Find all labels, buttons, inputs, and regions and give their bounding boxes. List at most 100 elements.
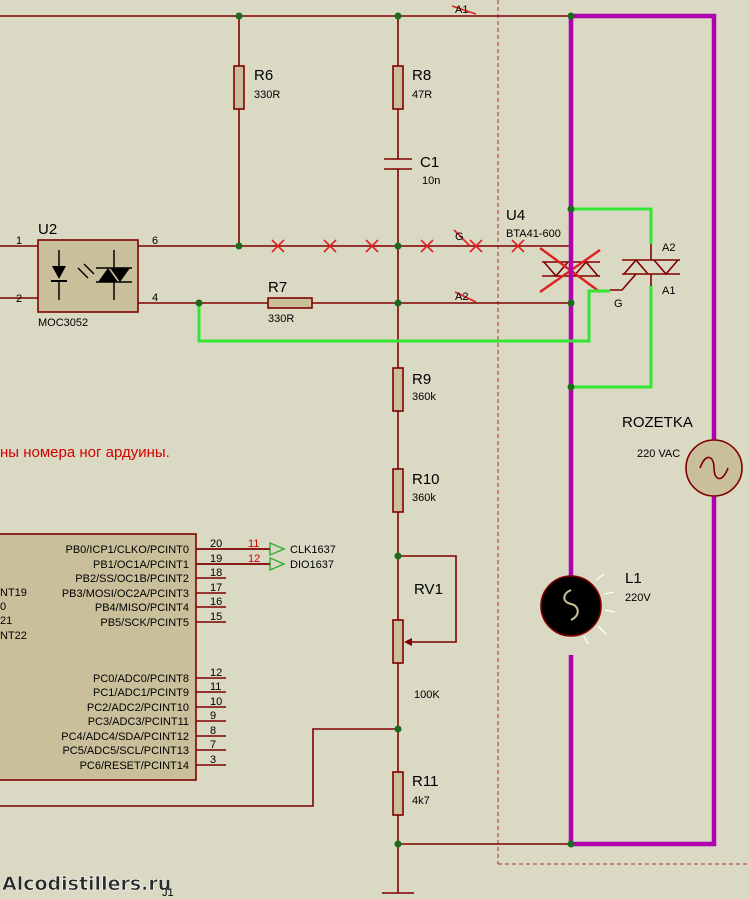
mcu-left-fragment: 0: [0, 601, 6, 613]
old-triac-a2-label: A2: [455, 291, 468, 303]
adc-wire: [0, 728, 398, 807]
mcu-pin-label: PB4/MISO/PCINT4: [95, 602, 189, 614]
r8-body: [392, 65, 404, 110]
power-loop-wire: [571, 13, 717, 847]
mcu-pin-number: 8: [210, 725, 216, 737]
bottom-fragment: J1: [162, 887, 174, 899]
new-triac-a1-label: A1: [662, 285, 675, 297]
u2-pin-4: 4: [152, 292, 158, 304]
mcu-pin-label: PC5/ADC5/SCL/PCINT13: [62, 745, 189, 757]
mcu-pin-number: 11: [210, 681, 221, 693]
lamp-filament-icon: [563, 589, 579, 621]
r9-body: [392, 367, 404, 412]
dio-terminal-label: DIO1637: [290, 559, 334, 571]
mcu-left-fragment: NT19: [0, 587, 27, 599]
rozetka-value: 220 VAC: [637, 448, 680, 460]
mcu-pin-label: PC2/ADC2/PCINT10: [87, 702, 189, 714]
rozetka-ref: ROZETKA: [622, 414, 693, 431]
u4-ref: U4: [506, 207, 525, 224]
mcu-pin-label: PC1/ADC1/PCINT9: [93, 687, 189, 699]
mcu-net-number: 11: [248, 538, 259, 550]
u4-value: BTA41-600: [506, 228, 561, 240]
u2-pin-1: 1: [16, 235, 22, 247]
removed-wire-marks: [271, 5, 525, 303]
mcu-pin-number: 15: [210, 611, 222, 623]
mcu-pin-number: 16: [210, 596, 222, 608]
watermark: Alcodistillers.ru: [2, 873, 171, 895]
new-a1-wire: [571, 286, 653, 389]
mcu-pin-label: PC6/RESET/PCINT14: [80, 760, 189, 772]
mcu-pin-label: PC3/ADC3/PCINT11: [88, 716, 189, 728]
mcu-pin-number: 3: [210, 754, 216, 766]
r7-value: 330R: [268, 313, 294, 325]
r10-value: 360k: [412, 492, 436, 504]
mcu-pin-label: PB5/SCK/PCINT5: [100, 617, 189, 629]
mcu-pin-number: 7: [210, 739, 216, 751]
clk-terminal-label: CLK1637: [290, 544, 336, 556]
l1-ref: L1: [625, 570, 642, 587]
dio-terminal-icon: [269, 556, 286, 572]
r6-value: 330R: [254, 89, 280, 101]
c1-ref: C1: [420, 154, 439, 171]
mcu-pin-label: PC0/ADC0/PCINT8: [93, 673, 189, 685]
mcu-pin-label: PB2/SS/OC1B/PCINT2: [75, 573, 189, 585]
mcu-pin-label: PC4/ADC4/SDA/PCINT12: [61, 731, 189, 743]
u2-led-icon: [52, 266, 66, 279]
new-triac-g-label: G: [614, 298, 623, 310]
r8-value: 47R: [412, 89, 432, 101]
mcu-left-fragment: NT22: [0, 630, 27, 642]
junction-dots: [195, 12, 575, 848]
r6-body: [233, 65, 245, 110]
new-triac-a2-label: A2: [662, 242, 675, 254]
u2-light-arrow-icon: [77, 267, 89, 279]
u2-value: MOC3052: [38, 317, 88, 329]
mcu-pin-label: PB0/ICP1/CLKO/PCINT0: [66, 544, 190, 556]
mcu-pin-number: 10: [210, 696, 222, 708]
l1-value: 220V: [625, 592, 651, 604]
mcu-pin-number: 12: [210, 667, 222, 679]
lamp-rays-icon: [583, 573, 616, 645]
mcu-pin-number: 19: [210, 553, 222, 565]
mcu-net-number: 12: [248, 553, 260, 565]
c1-value: 10n: [422, 175, 440, 187]
new-triac-icon: [623, 258, 649, 275]
r9-ref: R9: [412, 371, 431, 388]
u2-triac-icon: [98, 268, 118, 282]
new-a2-wire: [571, 207, 653, 244]
r9-value: 360k: [412, 391, 436, 403]
mcu-pin-number: 18: [210, 567, 222, 579]
r10-ref: R10: [412, 471, 440, 488]
rv1-wiper-wire: [398, 555, 457, 643]
r7-ref: R7: [268, 279, 287, 296]
old-triac-g-label: G: [455, 231, 464, 243]
mcu-left-fragment: 21: [0, 615, 12, 627]
rv1-wiper-arrow: [404, 638, 412, 646]
r11-ref: R11: [412, 773, 438, 790]
lamp-body: [540, 575, 602, 637]
mcu-pin-number: 20: [210, 538, 222, 550]
r11-value: 4k7: [412, 795, 430, 807]
u2-pin-6: 6: [152, 235, 158, 247]
u2-ref: U2: [38, 221, 57, 238]
r8-ref: R8: [412, 67, 431, 84]
mcu-body: [0, 533, 197, 781]
rv1-value: 100K: [414, 689, 440, 701]
r10-body: [392, 468, 404, 513]
mcu-pin-number: 9: [210, 710, 216, 722]
new-gate-wire: [197, 289, 610, 343]
mcu-pin-label: PB1/OC1A/PCINT1: [93, 559, 189, 571]
r7-body: [267, 297, 313, 309]
r11-body: [392, 771, 404, 816]
u2-pin-2: 2: [16, 293, 22, 305]
mcu-pin-label: PB3/MOSI/OC2A/PCINT3: [62, 588, 189, 600]
clk-terminal-icon: [269, 541, 286, 557]
note-text: ны номера ног ардуины.: [0, 444, 170, 461]
rv1-body: [392, 619, 404, 664]
rv1-ref: RV1: [414, 581, 443, 598]
old-triac-a1-label: A1: [455, 4, 468, 16]
mcu-pin-number: 17: [210, 582, 222, 594]
ac-sine-icon: [699, 456, 729, 480]
